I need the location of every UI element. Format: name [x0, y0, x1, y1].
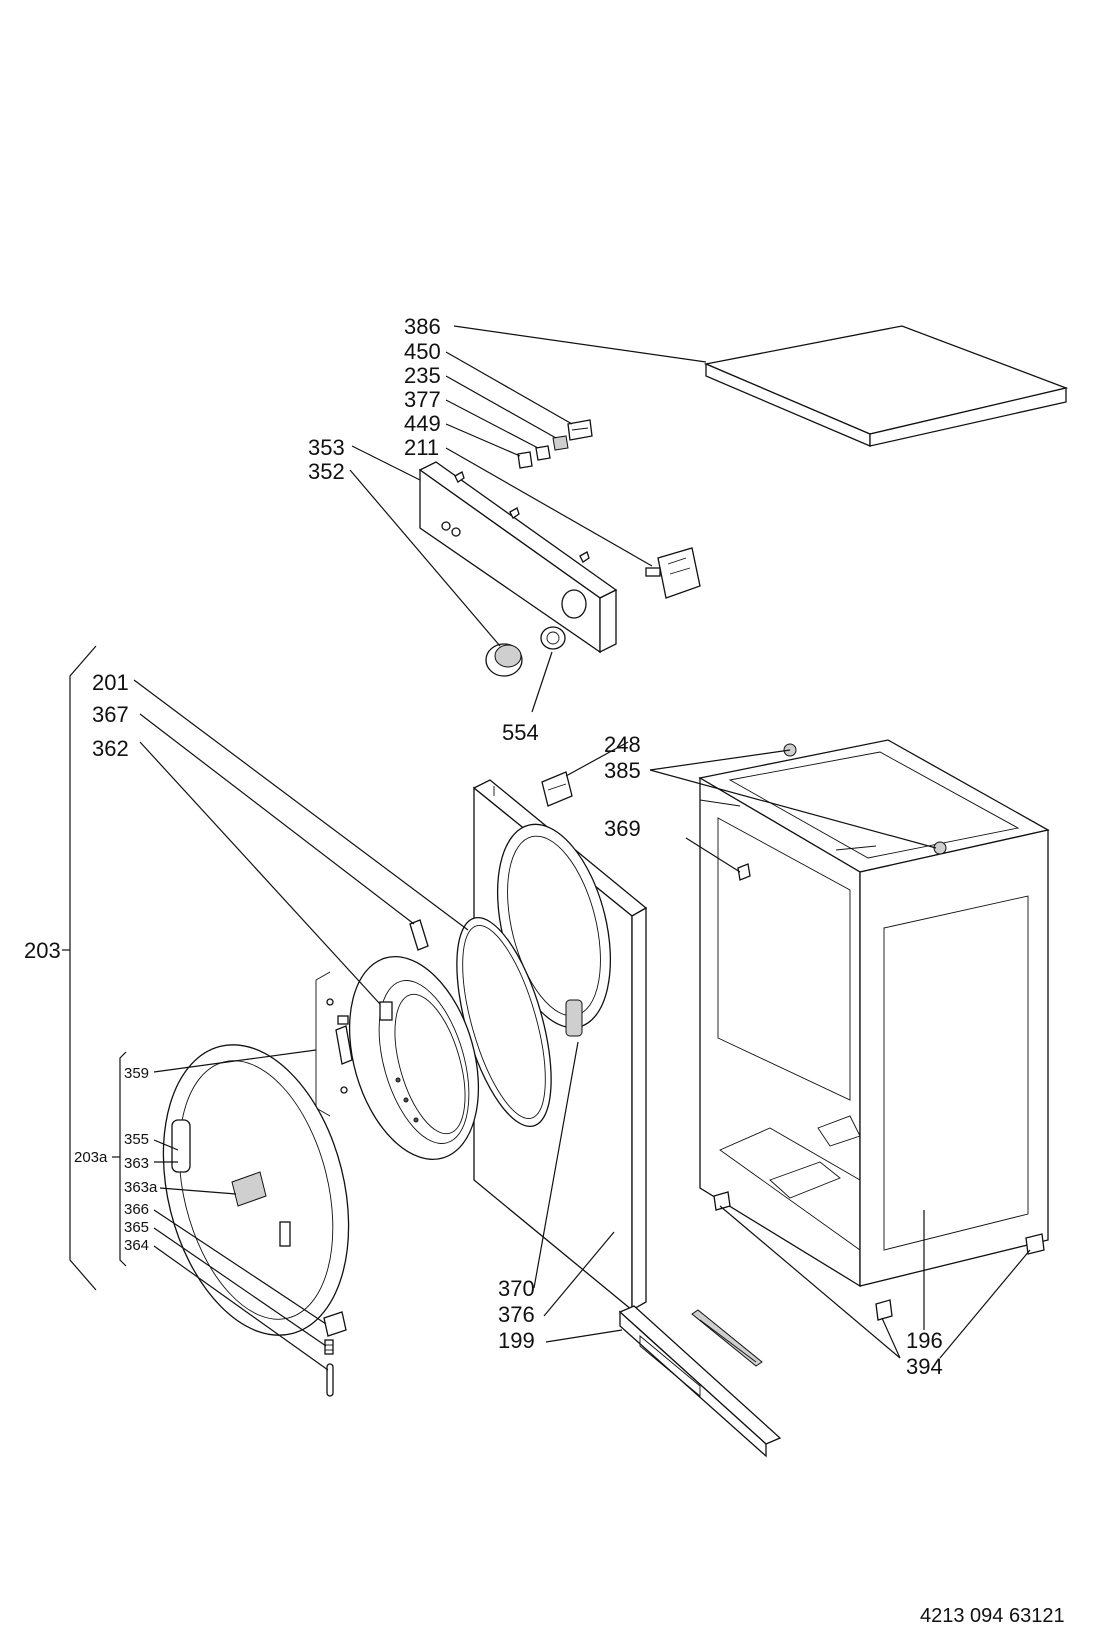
label-449: 449	[404, 411, 441, 436]
small-brackets	[517, 419, 593, 469]
label-211: 211	[404, 435, 439, 460]
feet	[713, 1191, 1045, 1321]
front-panel	[472, 779, 648, 1312]
label-199: 199	[498, 1328, 535, 1353]
label-365: 365	[124, 1219, 149, 1236]
label-394: 394	[906, 1354, 943, 1379]
label-370: 370	[498, 1276, 535, 1301]
label-203: 203	[24, 938, 61, 963]
label-362: 362	[92, 736, 129, 761]
knob-and-ring	[485, 626, 566, 677]
door-small-parts	[323, 1311, 347, 1397]
label-450: 450	[404, 339, 441, 364]
label-385: 385	[604, 758, 641, 783]
outer-door	[162, 1044, 350, 1336]
document-number: 4213 094 63121	[920, 1605, 1065, 1627]
plinth	[618, 1305, 782, 1458]
program-switch	[645, 547, 701, 599]
label-376: 376	[498, 1302, 535, 1327]
label-369: 369	[604, 816, 641, 841]
label-377: 377	[404, 387, 441, 412]
hinge-parts	[315, 971, 353, 1117]
label-363a: 363a	[124, 1179, 158, 1196]
label-386: 386	[404, 314, 441, 339]
label-203a: 203a	[74, 1149, 108, 1166]
label-359: 359	[124, 1065, 149, 1082]
label-352: 352	[308, 459, 345, 484]
label-363: 363	[124, 1155, 149, 1172]
control-panel	[418, 461, 618, 654]
door-lock	[541, 771, 573, 807]
label-235: 235	[404, 363, 441, 388]
cabinet	[698, 739, 1050, 1288]
label-248: 248	[604, 732, 641, 757]
label-196: 196	[906, 1328, 943, 1353]
label-353: 353	[308, 435, 345, 460]
label-366: 366	[124, 1201, 149, 1218]
label-554: 554	[502, 720, 539, 745]
top-cover	[703, 325, 1069, 447]
group-brackets	[62, 645, 127, 1291]
part-labels: 386 450 235 377 449 353 211 352 554 201 …	[24, 314, 943, 1379]
label-367: 367	[92, 702, 129, 727]
leader-lines	[133, 325, 1031, 1371]
label-355: 355	[124, 1131, 149, 1148]
inner-door	[348, 956, 480, 1160]
label-364: 364	[124, 1237, 149, 1254]
hinge-bracket	[409, 919, 429, 951]
label-201: 201	[92, 670, 129, 695]
